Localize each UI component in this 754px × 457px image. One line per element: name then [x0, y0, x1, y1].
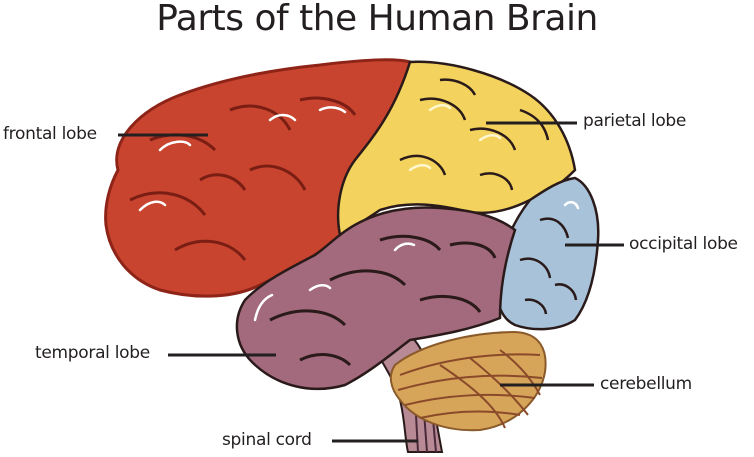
cerebellum-shape	[389, 330, 547, 432]
label-occipital-lobe: occipital lobe	[629, 234, 738, 254]
label-frontal-lobe: frontal lobe	[3, 124, 97, 144]
label-cerebellum: cerebellum	[600, 374, 692, 394]
label-temporal-lobe: temporal lobe	[35, 343, 150, 363]
label-parietal-lobe: parietal lobe	[583, 111, 687, 131]
temporal-lobe-shape	[235, 206, 517, 391]
leader-lines	[118, 121, 624, 443]
parietal-lobe-shape	[336, 60, 577, 237]
diagram-title: Parts of the Human Brain	[156, 0, 598, 39]
label-spinal-cord: spinal cord	[222, 430, 312, 450]
